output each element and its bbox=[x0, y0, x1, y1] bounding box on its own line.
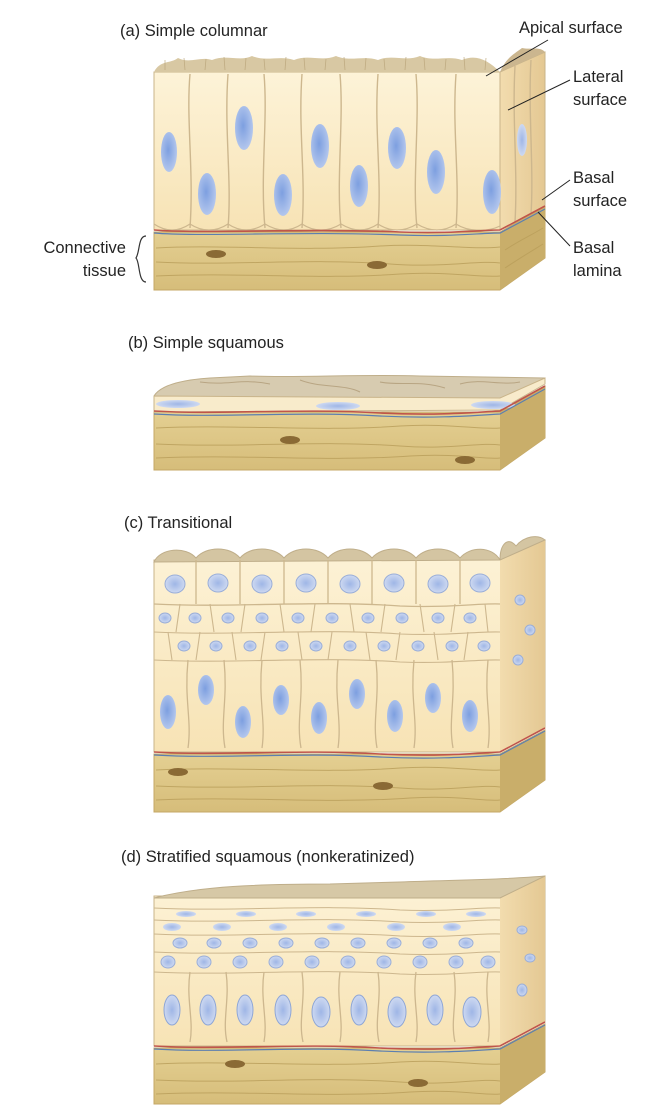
panel-d-stratified bbox=[153, 875, 546, 1105]
label-basal-surface-line1: Basal bbox=[573, 169, 615, 187]
panel-c-transitional bbox=[153, 536, 546, 813]
label-basal-lamina-line1: Basal bbox=[573, 239, 615, 257]
panel-a-title: (a) Simple columnar bbox=[120, 22, 268, 40]
panel-c-title: (c) Transitional bbox=[124, 514, 233, 532]
panel-b-title: (b) Simple squamous bbox=[128, 334, 284, 352]
label-basal-surface-line2: surface bbox=[573, 192, 628, 210]
label-apical-surface: Apical surface bbox=[519, 19, 623, 37]
label-connective-line1: Connective bbox=[43, 239, 126, 257]
panel-d-title: (d) Stratified squamous (nonkeratinized) bbox=[121, 848, 415, 866]
label-connective-line2: tissue bbox=[82, 262, 126, 280]
label-lateral-line2: surface bbox=[573, 91, 628, 109]
panel-b-squamous bbox=[153, 374, 546, 471]
label-basal-lamina-line2: lamina bbox=[573, 262, 622, 280]
label-lateral-line1: Lateral bbox=[573, 68, 624, 86]
panel-a-columnar bbox=[135, 39, 571, 291]
